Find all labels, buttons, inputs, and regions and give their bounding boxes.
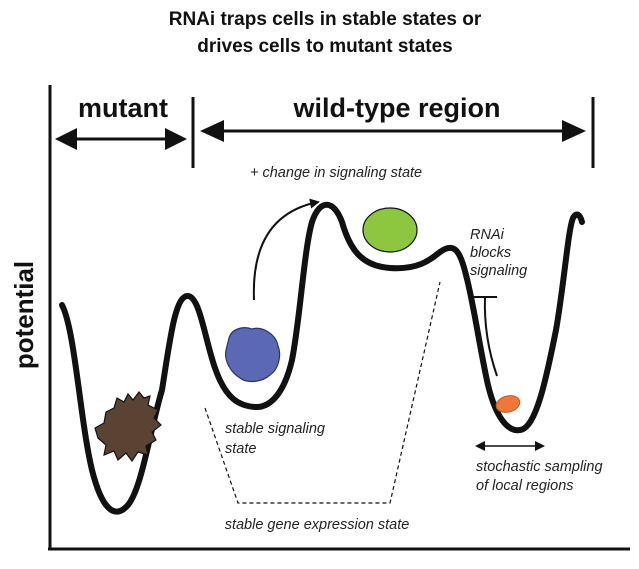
rnai-label-line-3: signaling — [470, 263, 527, 279]
mutant-region-label: mutant — [78, 93, 168, 123]
gene-expression-dashed-region — [204, 281, 441, 504]
stable-signaling-label-line-2: state — [225, 441, 256, 457]
rnai-label-line-1: RNAi — [470, 227, 505, 243]
y-axis-label: potential — [9, 261, 39, 369]
title-line-1: RNAi traps cells in stable states or — [169, 9, 482, 30]
blue-cell — [225, 327, 281, 383]
signaling-change-label: + change in signaling state — [250, 165, 422, 181]
signaling-change-arrow — [252, 198, 320, 301]
stochastic-label-line-1: stochastic sampling — [476, 459, 603, 475]
stochastic-sampling-arrow — [475, 441, 545, 451]
stochastic-label-line-2: of local regions — [476, 478, 574, 494]
rnai-block-symbol — [473, 296, 498, 377]
wild-type-region-arrow — [200, 120, 586, 142]
potential-landscape-curve — [59, 201, 585, 515]
title-line-2: drives cells to mutant states — [197, 36, 453, 57]
rnai-label-line-2: blocks — [470, 245, 511, 261]
mutant-cell — [94, 391, 162, 463]
stable-signaling-label-line-1: stable signaling — [225, 421, 325, 437]
wild-type-region-label: wild-type region — [292, 93, 500, 123]
orange-cell — [495, 395, 521, 413]
green-cell — [362, 207, 418, 253]
stable-gene-expression-label: stable gene expression state — [225, 517, 410, 533]
mutant-region-arrow — [55, 128, 187, 150]
